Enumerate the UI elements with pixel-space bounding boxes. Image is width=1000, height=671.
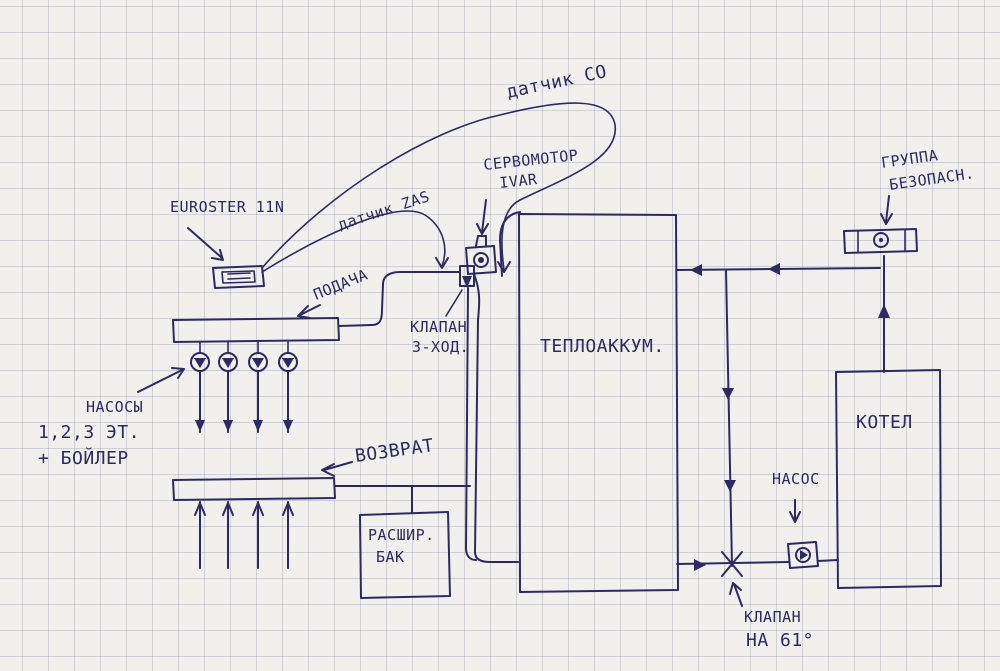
- pump-4: [278, 341, 298, 433]
- supply-pipe: [338, 271, 461, 327]
- flow-arrow-bypass-2: [724, 480, 736, 492]
- thermo-valve-61: [721, 551, 743, 577]
- boiler-pump-pointer: [789, 499, 801, 523]
- supply-label: ПОДАЧА: [311, 266, 371, 304]
- safety-group-label-line1: ГРУППА: [880, 146, 939, 172]
- flow-arrow-bottom: [694, 559, 706, 571]
- valve3-label-line1: КЛАПАН: [410, 318, 467, 336]
- heat-accumulator-tank: [518, 213, 679, 593]
- flow-arrow-top-2: [768, 263, 780, 275]
- flow-arrow-riser: [878, 304, 890, 318]
- return-label-arrow: [321, 461, 353, 477]
- pumps-label-line1: НАСОСЫ: [86, 398, 143, 416]
- accumulator-label: ТЕПЛОАККУМ.: [540, 336, 665, 357]
- flow-arrow-top-1: [690, 264, 702, 276]
- boiler-label: КОТЕЛ: [856, 412, 913, 433]
- safety-group-pointer: [880, 195, 893, 225]
- pump-3: [248, 341, 268, 433]
- supply-manifold: [172, 317, 340, 343]
- accumulator-top-feed: [499, 211, 521, 277]
- euroster-label: EUROSTER 11N: [170, 198, 284, 216]
- three-way-valve: [459, 265, 475, 288]
- bypass-line: [725, 269, 733, 567]
- euroster-pointer-arrow: [187, 227, 224, 261]
- valve-to-accumulator-pipe-top: [473, 273, 519, 563]
- valve-to-accumulator-pipe-bottom: [465, 287, 477, 561]
- return-pipes-in: [194, 501, 294, 569]
- co-sensor-cable: [261, 102, 616, 271]
- flow-arrow-bypass-1: [722, 388, 734, 400]
- safety-group: [843, 228, 918, 254]
- co-sensor-arrow: [497, 261, 511, 273]
- return-label: ВОЗВРАТ: [354, 435, 436, 467]
- expansion-tank: [359, 511, 451, 599]
- valve3-label-line2: 3-ХОД.: [412, 338, 469, 356]
- zas-sensor-arrow: [435, 257, 449, 269]
- zas-sensor-cable: [261, 210, 446, 273]
- supply-label-arrow: [297, 304, 321, 319]
- boiler: [835, 369, 942, 589]
- return-manifold: [172, 477, 336, 501]
- valve61-label-line1: КЛАПАН: [744, 608, 801, 626]
- pumps-label-line3: + БОЙЛЕР: [38, 447, 129, 469]
- pump-1: [190, 341, 210, 433]
- boiler-pump: [787, 541, 819, 569]
- boiler-pump-label: НАСОС: [772, 470, 820, 488]
- pump-2: [218, 341, 238, 433]
- valve61-label-line2: НА 61°: [746, 630, 814, 651]
- valve61-pointer: [729, 582, 743, 607]
- servomotor-ivar: [465, 235, 497, 275]
- euroster-controller: [212, 265, 265, 289]
- pumps-label-line2: 1,2,3 ЭТ.: [38, 422, 140, 443]
- valve3-pointer: [445, 289, 463, 317]
- expansion-tank-label-line1: РАСШИР.: [368, 526, 435, 544]
- pumps-label-arrow: [137, 367, 185, 393]
- co-sensor-label: датчик CO: [505, 61, 609, 103]
- zas-sensor-label: датчик ZAS: [336, 187, 432, 234]
- expansion-tank-label-line2: БАК: [376, 548, 405, 566]
- servomotor-pointer: [476, 199, 489, 235]
- servomotor-label-line2: IVAR: [499, 170, 539, 192]
